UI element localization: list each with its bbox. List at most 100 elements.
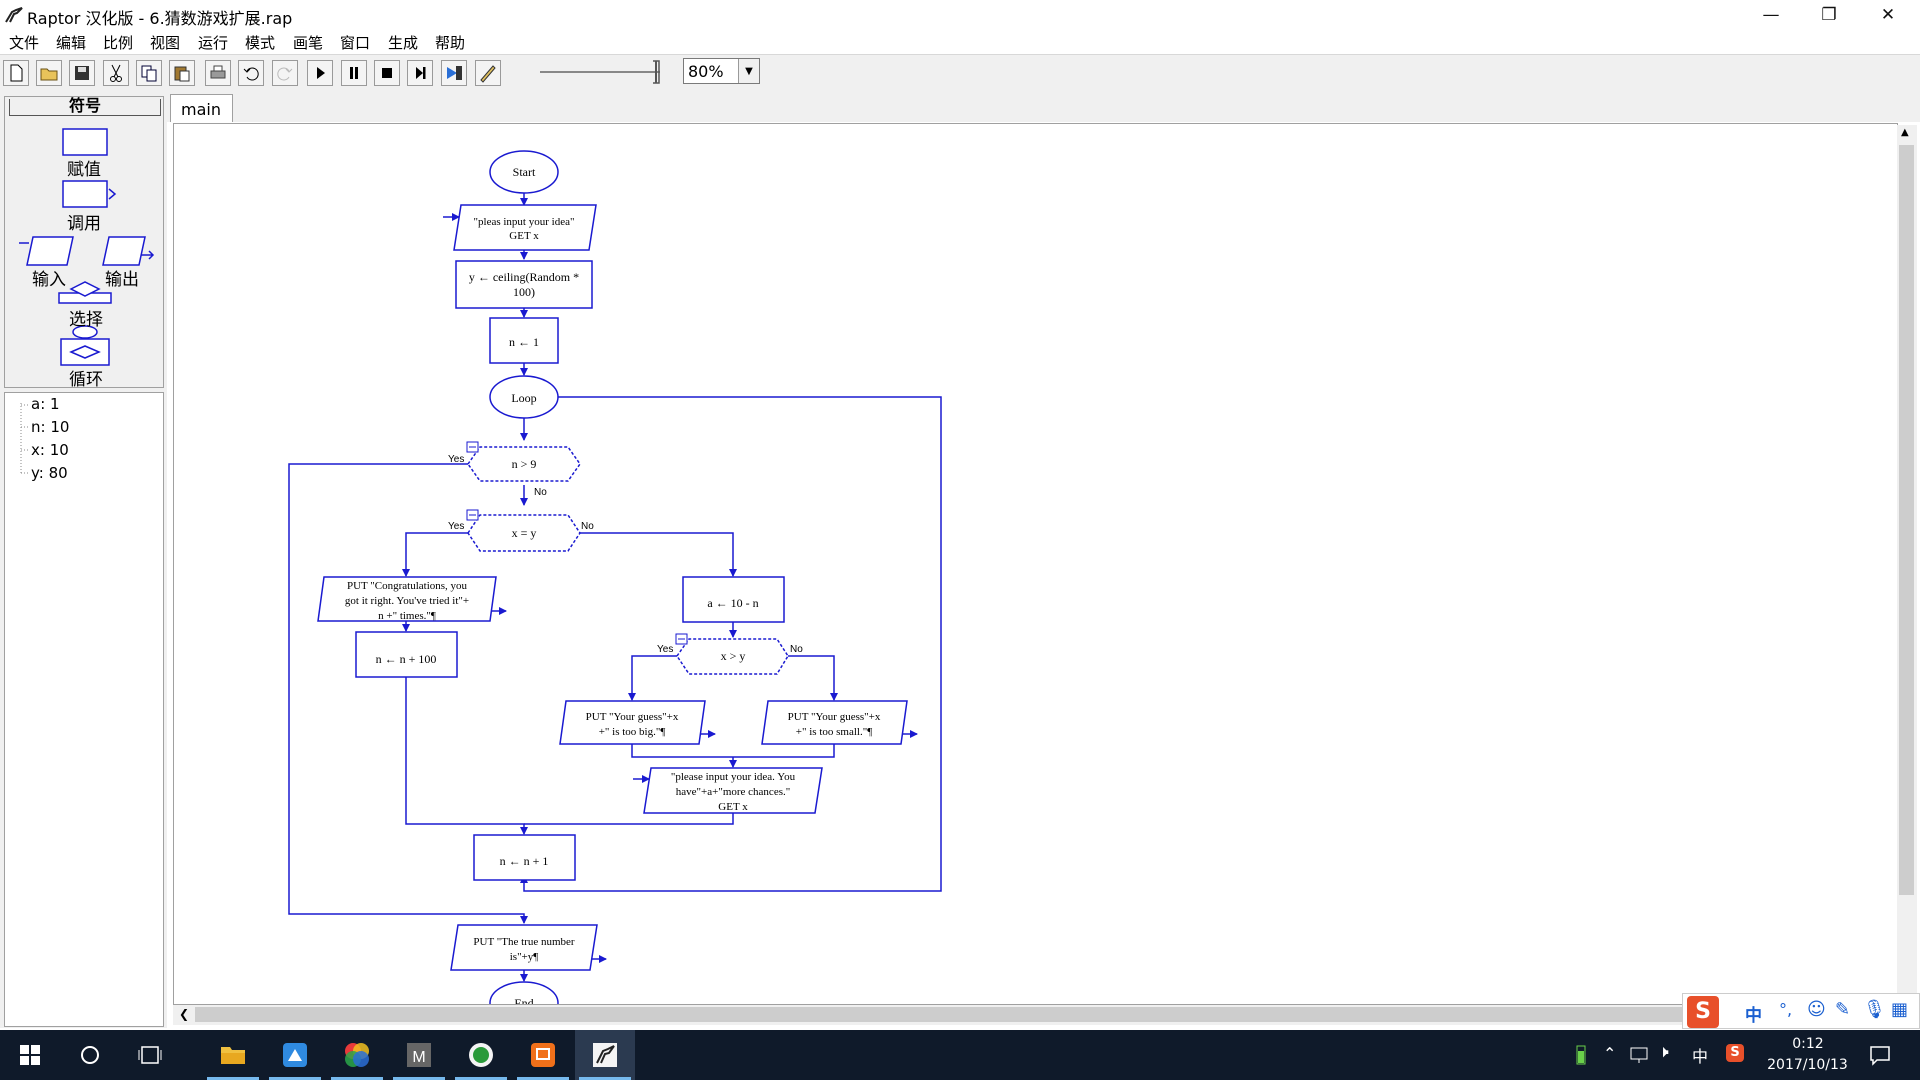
emoji-icon[interactable]: ☺ [1807,999,1826,1020]
paste-icon[interactable] [169,60,195,86]
print-icon[interactable] [205,60,231,86]
cut-icon[interactable] [103,60,129,86]
loop-text: Loop [511,391,536,405]
zoom-select[interactable]: 80% ▼ [683,58,760,84]
zoom-slider[interactable] [535,57,670,87]
start-terminal[interactable] [489,150,559,194]
redo-icon[interactable] [272,60,298,86]
call-symbol-icon[interactable] [62,180,117,208]
clock-date[interactable]: 2017/10/13 [1767,1057,1848,1073]
restore-icon[interactable]: ❐ [1821,5,1837,25]
notification-icon[interactable] [1868,1043,1892,1067]
minimize-icon[interactable]: — [1762,5,1780,25]
ime-toolbar[interactable]: S 中 °, ☺ ✎ 🎙 ▦ [1682,993,1920,1029]
horizontal-scroll-thumb[interactable] [195,1007,1685,1022]
menu-generate[interactable]: 生成 [388,34,419,52]
search-icon[interactable] [60,1030,120,1080]
menu-file[interactable]: 文件 [9,34,40,52]
output-too-big[interactable] [559,700,706,745]
title-bar: Raptor 汉化版 - 6.猜数游戏扩展.rap — ❐ ✕ [0,0,1920,32]
output-too-small[interactable] [761,700,908,745]
undo-icon[interactable] [238,60,264,86]
menu-run[interactable]: 运行 [198,34,229,52]
assign-n-plus-100[interactable] [355,631,458,678]
decision-n-gt-9[interactable] [467,446,581,482]
loop-symbol-icon[interactable] [60,325,110,366]
task-view-icon[interactable] [120,1030,180,1080]
ime-lang-tray[interactable]: 中 [1692,1047,1709,1066]
m-app-icon[interactable]: M [389,1030,449,1080]
zoom-value: 80% [688,62,724,81]
taskbar [0,1030,1920,1080]
chevron-down-icon[interactable]: ▼ [738,59,759,83]
battery-icon[interactable] [1573,1043,1589,1067]
feishu-icon[interactable] [265,1030,325,1080]
start-icon[interactable] [0,1030,60,1080]
sogou-tray-icon[interactable]: S [1726,1044,1744,1062]
new-icon[interactable] [3,60,29,86]
variable-item: x: 10 [31,441,69,459]
menu-scale[interactable]: 比例 [103,34,134,52]
start-text: Start [513,165,536,179]
save-icon[interactable] [69,60,95,86]
decision-x-gt-y[interactable] [676,638,789,675]
volume-icon[interactable]: 🕨 [1658,1042,1669,1062]
select-symbol-icon[interactable] [58,281,112,304]
chevron-left-icon[interactable]: ❮ [179,1007,190,1021]
assign-y-line1: y ← ceiling(Random * [469,270,579,284]
end-terminal[interactable] [489,981,559,1005]
window-title: Raptor 汉化版 - 6.猜数游戏扩展.rap [27,9,293,28]
menu-help[interactable]: 帮助 [435,34,466,52]
assign-n[interactable] [489,317,559,364]
orange-app-icon[interactable] [513,1030,573,1080]
vertical-scroll-thumb[interactable] [1899,145,1914,895]
punctuation-icon[interactable]: °, [1779,1000,1793,1019]
decision-x-eq-y[interactable] [467,514,581,552]
color-app-icon[interactable] [327,1030,387,1080]
cond3-text: x > y [721,649,746,663]
input-please-idea-chances[interactable] [643,767,823,814]
stop-icon[interactable] [374,60,400,86]
pen-icon[interactable] [475,60,501,86]
mic-icon[interactable]: 🎙 [1863,999,1886,1020]
tab-main[interactable]: main [170,94,233,122]
input-symbol-icon[interactable] [19,236,74,266]
run-to-end-icon[interactable] [441,60,467,86]
copy-icon[interactable] [136,60,162,86]
assign-y[interactable] [455,260,593,309]
loop-terminal[interactable] [489,375,559,419]
flowchart-canvas[interactable]: Start "pleas input your idea" GET x y ← … [173,123,1898,1005]
menu-view[interactable]: 视图 [150,34,181,52]
chevron-up-icon[interactable]: ▲ [1901,127,1909,138]
handwrite-icon[interactable]: ✎ [1835,999,1851,1020]
open-icon[interactable] [36,60,62,86]
menu-pen[interactable]: 画笔 [293,34,324,52]
clock-time[interactable]: 0:12 [1792,1036,1824,1052]
input-pleas-idea[interactable] [453,204,597,251]
ime-lang-label[interactable]: 中 [1745,1006,1762,1026]
assign-n-plus-1[interactable] [473,834,576,881]
assign-a[interactable] [682,576,785,623]
no-label: No [534,487,547,498]
output-true-number[interactable] [450,924,598,971]
input2-line2: have"+a+"more chances." [676,786,790,798]
menu-mode[interactable]: 模式 [245,34,276,52]
chevron-up-icon[interactable]: ⌃ [1603,1044,1617,1063]
raptor-app-icon [5,7,23,23]
assign-symbol-icon[interactable] [62,128,108,156]
pause-icon[interactable] [341,60,367,86]
green-app-icon[interactable] [451,1030,511,1080]
sogou-icon[interactable]: S [1687,996,1719,1028]
close-icon[interactable]: ✕ [1880,5,1896,25]
output-congrats[interactable] [317,576,497,622]
step-icon[interactable] [407,60,433,86]
network-icon[interactable] [1628,1044,1650,1066]
input1-line2: GET x [509,230,539,242]
file-explorer-icon[interactable] [203,1030,263,1080]
raptor-icon[interactable] [575,1030,635,1080]
run-icon[interactable] [307,60,333,86]
grid-icon[interactable]: ▦ [1891,999,1909,1020]
menu-edit[interactable]: 编辑 [56,34,87,52]
output-symbol-icon[interactable] [102,236,155,266]
menu-window[interactable]: 窗口 [340,34,371,52]
